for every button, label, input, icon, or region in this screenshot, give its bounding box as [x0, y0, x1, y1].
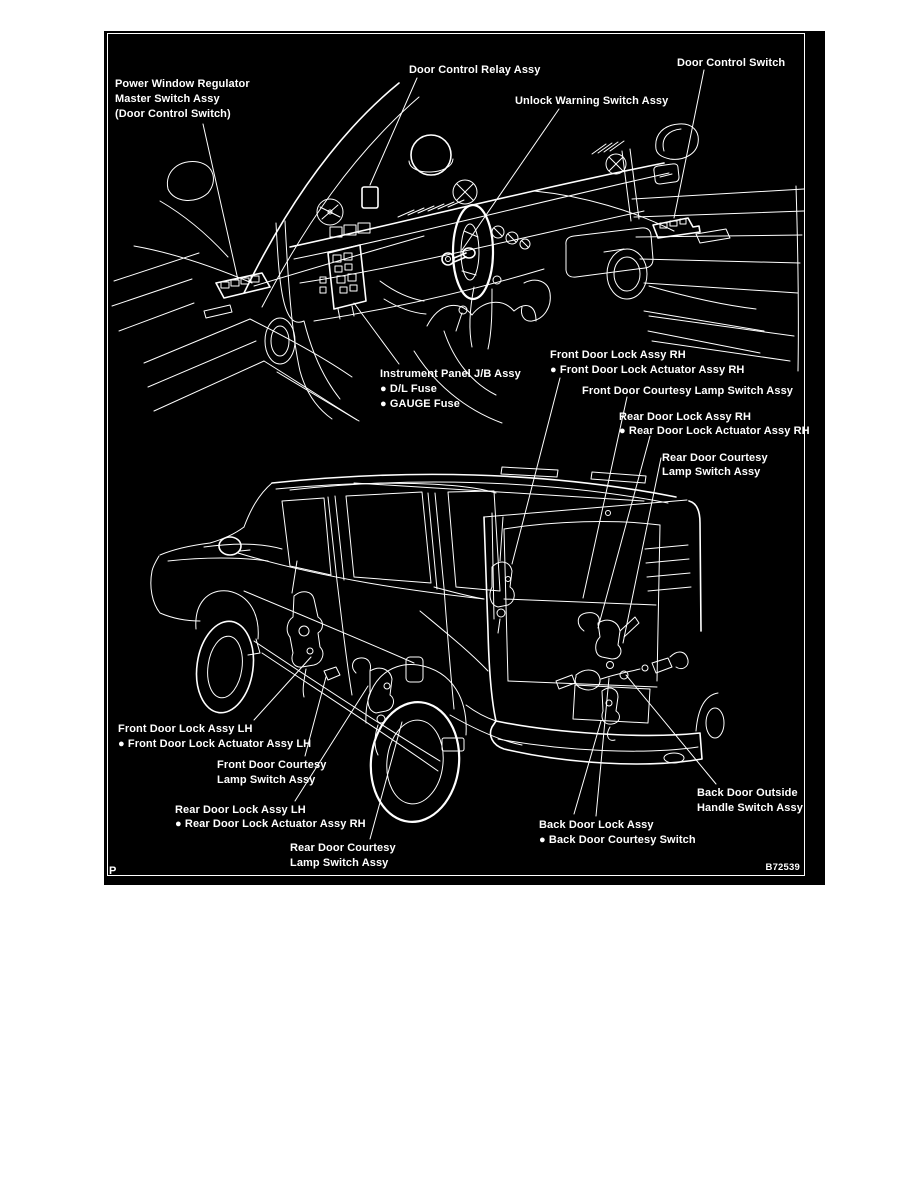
- label-rear-door-courtesy-rh: Rear Door Courtesy Lamp Switch Assy: [662, 452, 768, 478]
- rear-door-lock-lh-drawing: [352, 657, 394, 756]
- front-door-lock-lh-drawing: [286, 560, 341, 698]
- unlock-warning-switch-drawing: [441, 247, 476, 266]
- label-power-window-master-switch: Power Window Regulator Master Switch Ass…: [115, 78, 250, 120]
- power-window-master-switch-drawing: [215, 272, 271, 299]
- label-back-door-outside-handle: Back Door Outside Handle Switch Assy: [697, 787, 803, 814]
- label-rear-door-lock-rh: Rear Door Lock Assy RH ● Rear Door Lock …: [619, 411, 810, 437]
- component-location-diagram: Power Window Regulator Master Switch Ass…: [104, 31, 825, 885]
- back-door-lock-drawing: [601, 687, 620, 741]
- defroster-vent-hatching: [397, 199, 465, 218]
- gauge-pod-drawing: [408, 134, 454, 176]
- label-instrument-panel-jb: Instrument Panel J/B Assy ● D/L Fuse ● G…: [380, 368, 521, 410]
- steering-wheel-drawing: [451, 203, 502, 350]
- label-front-door-lock-lh: Front Door Lock Assy LH ● Front Door Loc…: [118, 723, 312, 750]
- label-back-door-lock: Back Door Lock Assy ● Back Door Courtesy…: [539, 819, 696, 846]
- label-door-control-relay: Door Control Relay Assy: [409, 64, 541, 76]
- interior-illustration: [111, 82, 805, 424]
- door-control-switch-drawing: [652, 217, 701, 239]
- leader-lines: [202, 69, 717, 840]
- front-door-lock-rh-drawing: [489, 516, 515, 634]
- label-rear-door-courtesy-lh: Rear Door Courtesy Lamp Switch Assy: [290, 842, 396, 869]
- line-art: [111, 69, 805, 840]
- label-front-door-lock-rh: Front Door Lock Assy RH ● Front Door Loc…: [550, 349, 745, 376]
- label-front-door-courtesy-lh: Front Door Courtesy Lamp Switch Assy: [217, 759, 327, 786]
- rear-door-lock-rh-drawing: [577, 612, 640, 669]
- label-unlock-warning-switch: Unlock Warning Switch Assy: [515, 95, 669, 107]
- door-control-relay-drawing: [361, 186, 379, 209]
- back-door-outside-handle-drawing: [555, 651, 689, 691]
- instrument-panel-jb-drawing: [319, 244, 367, 320]
- figure-code: B72539: [765, 862, 800, 873]
- label-rear-door-lock-lh: Rear Door Lock Assy LH ● Rear Door Lock …: [175, 804, 366, 830]
- label-front-door-courtesy-rh: Front Door Courtesy Lamp Switch Assy: [582, 385, 793, 397]
- label-door-control-switch: Door Control Switch: [677, 57, 786, 69]
- page-marker: P: [109, 865, 117, 877]
- vehicle-rear-illustration: [150, 466, 725, 823]
